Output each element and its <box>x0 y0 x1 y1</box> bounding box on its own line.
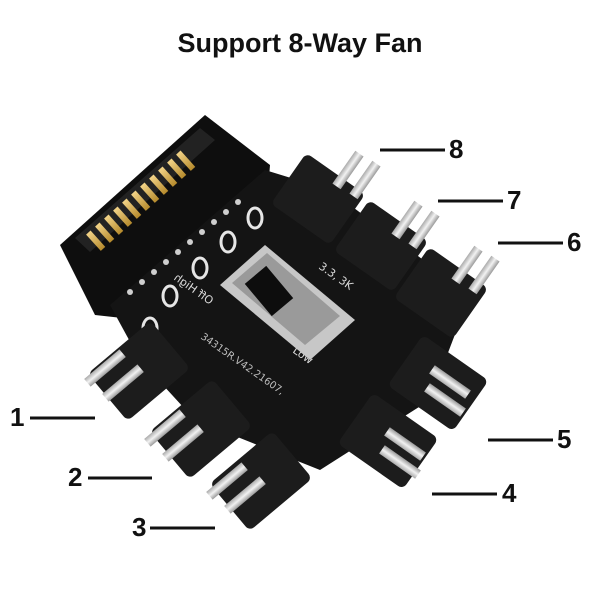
fan-header-4 <box>339 395 437 487</box>
callout-1: 1 <box>10 402 25 432</box>
fan-header-6 <box>396 245 500 337</box>
sata-power-connector <box>60 115 270 320</box>
callout-7: 7 <box>507 185 522 215</box>
slide-switch <box>220 245 355 360</box>
callout-lines <box>30 148 563 530</box>
sata-gold-contacts <box>86 150 196 251</box>
page-title: Support 8-Way Fan <box>177 28 423 58</box>
callout-5: 5 <box>557 424 572 454</box>
fan-header-2 <box>144 381 250 477</box>
fan-header-1 <box>84 323 188 419</box>
callout-4: 4 <box>502 478 517 508</box>
fan-header-8 <box>273 150 381 243</box>
fan-header-5 <box>389 337 487 429</box>
solder-joints <box>127 199 241 295</box>
callout-8: 8 <box>449 134 464 164</box>
callout-2: 2 <box>68 462 83 492</box>
fan-header-7 <box>336 200 440 290</box>
callout-3: 3 <box>132 512 147 542</box>
fan-header-3 <box>206 433 310 529</box>
callout-6: 6 <box>567 227 582 257</box>
